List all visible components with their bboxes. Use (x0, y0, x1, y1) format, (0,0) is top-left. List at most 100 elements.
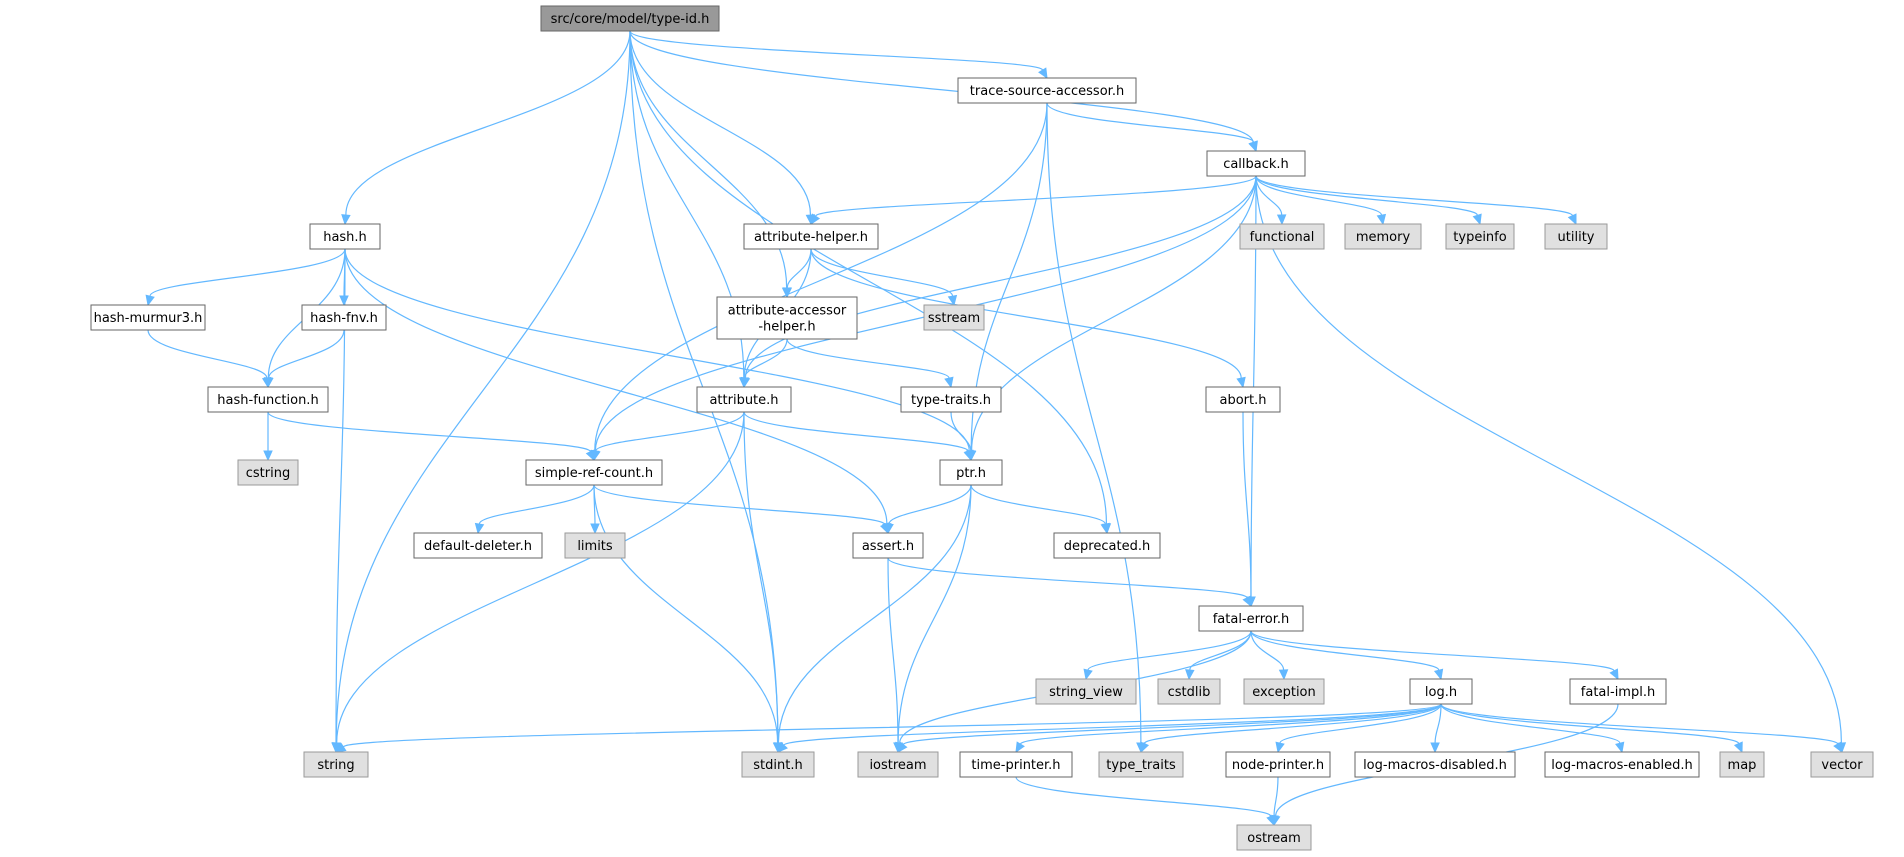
node-stdint: stdint.h (741, 751, 815, 778)
node-cstring: cstring (237, 459, 299, 486)
node-box (959, 751, 1073, 778)
edge-arrowhead (474, 522, 485, 535)
node-src[interactable]: simple-ref-count.h (525, 459, 663, 486)
node-string: string (303, 751, 369, 778)
edge-line (1046, 102, 1255, 143)
node-lmd[interactable]: log-macros-disabled.h (1354, 751, 1516, 778)
edge-line (1279, 703, 1442, 744)
edge-line (147, 329, 268, 379)
edge-arrowhead (264, 377, 274, 389)
node-log[interactable]: log.h (1409, 678, 1473, 705)
node-label: hash-function.h (217, 393, 318, 408)
node-abort[interactable]: abort.h (1205, 386, 1281, 413)
edge-arrowhead (884, 523, 894, 535)
edge-line (335, 30, 631, 744)
node-label: ptr.h (956, 466, 986, 481)
node-ahelper[interactable]: attribute-helper.h (743, 223, 879, 250)
node-label: hash-fnv.h (310, 311, 378, 326)
node-box (1236, 824, 1312, 851)
node-box (743, 223, 879, 250)
edge-src-to-assert (593, 484, 889, 535)
edge-callback-to-utility (1255, 175, 1577, 226)
edge-arrowhead (1733, 741, 1743, 754)
edge-line (888, 484, 972, 525)
node-label: memory (1356, 230, 1411, 245)
node-tsa[interactable]: trace-source-accessor.h (957, 77, 1137, 104)
node-hashfn[interactable]: hash-function.h (207, 386, 329, 413)
edge-arrowhead (1269, 815, 1279, 827)
node-hash[interactable]: hash.h (309, 223, 381, 250)
edge-hashfn-to-cstring (263, 412, 273, 462)
edge-root-to-deprecated (629, 30, 1112, 535)
node-dd[interactable]: default-deleter.h (413, 532, 543, 559)
node-label: stdint.h (753, 758, 802, 773)
node-utility: utility (1544, 223, 1608, 250)
edge-line (1434, 703, 1442, 744)
edge-log-to-lmd (1430, 703, 1442, 754)
edge-log-to-vector (1440, 703, 1843, 754)
node-label: string (317, 758, 354, 773)
node-label: cstdlib (1168, 685, 1211, 700)
edge-line (786, 338, 950, 379)
node-aah[interactable]: attribute-accessor-helper.h (716, 296, 858, 340)
edge-line (629, 30, 1108, 525)
edge-arrowhead (1242, 595, 1252, 608)
node-box (1157, 678, 1221, 705)
node-box (303, 751, 369, 778)
edge-line (897, 484, 972, 744)
node-root: src/core/model/type-id.h (540, 5, 720, 32)
edge-line (815, 175, 1257, 217)
node-ttraits[interactable]: type-traits.h (900, 386, 1002, 413)
node-murmur[interactable]: hash-murmur3.h (90, 304, 206, 331)
edge-line (1046, 102, 1142, 744)
node-box (923, 304, 985, 331)
node-box (1810, 751, 1874, 778)
node-lme[interactable]: log-macros-enabled.h (1544, 751, 1700, 778)
node-box (1205, 386, 1281, 413)
edge-arrowhead (1433, 668, 1444, 681)
node-box (90, 304, 206, 331)
edge-hash-to-ptr (344, 248, 974, 462)
edge-line (1255, 175, 1573, 217)
edge-line (786, 248, 812, 289)
edge-arrowhead (1275, 741, 1285, 754)
node-label: fatal-error.h (1213, 612, 1290, 627)
edge-line (1250, 630, 1440, 671)
edge-line (345, 30, 631, 216)
node-label: src/core/model/type-id.h (551, 12, 710, 27)
edge-ptr-to-stdint (773, 484, 972, 754)
node-nprinter[interactable]: node-printer.h (1225, 751, 1331, 778)
edge-arrowhead (1430, 742, 1440, 754)
node-deprecated[interactable]: deprecated.h (1053, 532, 1161, 559)
edge-ttraits-to-ptr (950, 411, 976, 462)
edge-arrowhead (777, 741, 788, 753)
node-box (1344, 223, 1422, 250)
node-box (1409, 678, 1473, 705)
edge-line (342, 703, 1442, 748)
node-assert[interactable]: assert.h (852, 532, 924, 559)
edge-callback-to-vector (1255, 175, 1847, 754)
node-label: map (1728, 758, 1757, 773)
node-fatal[interactable]: fatal-error.h (1198, 605, 1304, 632)
node-box (564, 532, 626, 559)
edge-fnv-to-hashfn (264, 329, 345, 389)
node-map: map (1719, 751, 1765, 778)
edge-callback-to-ahelper (810, 175, 1257, 226)
node-callback[interactable]: callback.h (1206, 150, 1306, 177)
edge-arrowhead (739, 377, 750, 389)
edge-line (335, 248, 346, 744)
node-label: default-deleter.h (424, 539, 532, 554)
edge-line (1440, 703, 1740, 745)
edge-line (810, 248, 954, 297)
node-fimpl[interactable]: fatal-impl.h (1569, 678, 1667, 705)
edge-line (887, 557, 899, 744)
edge-line (344, 248, 970, 452)
node-box (1544, 223, 1608, 250)
node-attr[interactable]: attribute.h (696, 386, 792, 413)
node-ptr[interactable]: ptr.h (939, 459, 1003, 486)
edge-line (950, 411, 972, 452)
node-fnv[interactable]: hash-fnv.h (301, 304, 387, 331)
node-tprinter[interactable]: time-printer.h (959, 751, 1073, 778)
edge-line (810, 248, 1242, 379)
edge-nprinter-to-ostream (1269, 776, 1279, 827)
